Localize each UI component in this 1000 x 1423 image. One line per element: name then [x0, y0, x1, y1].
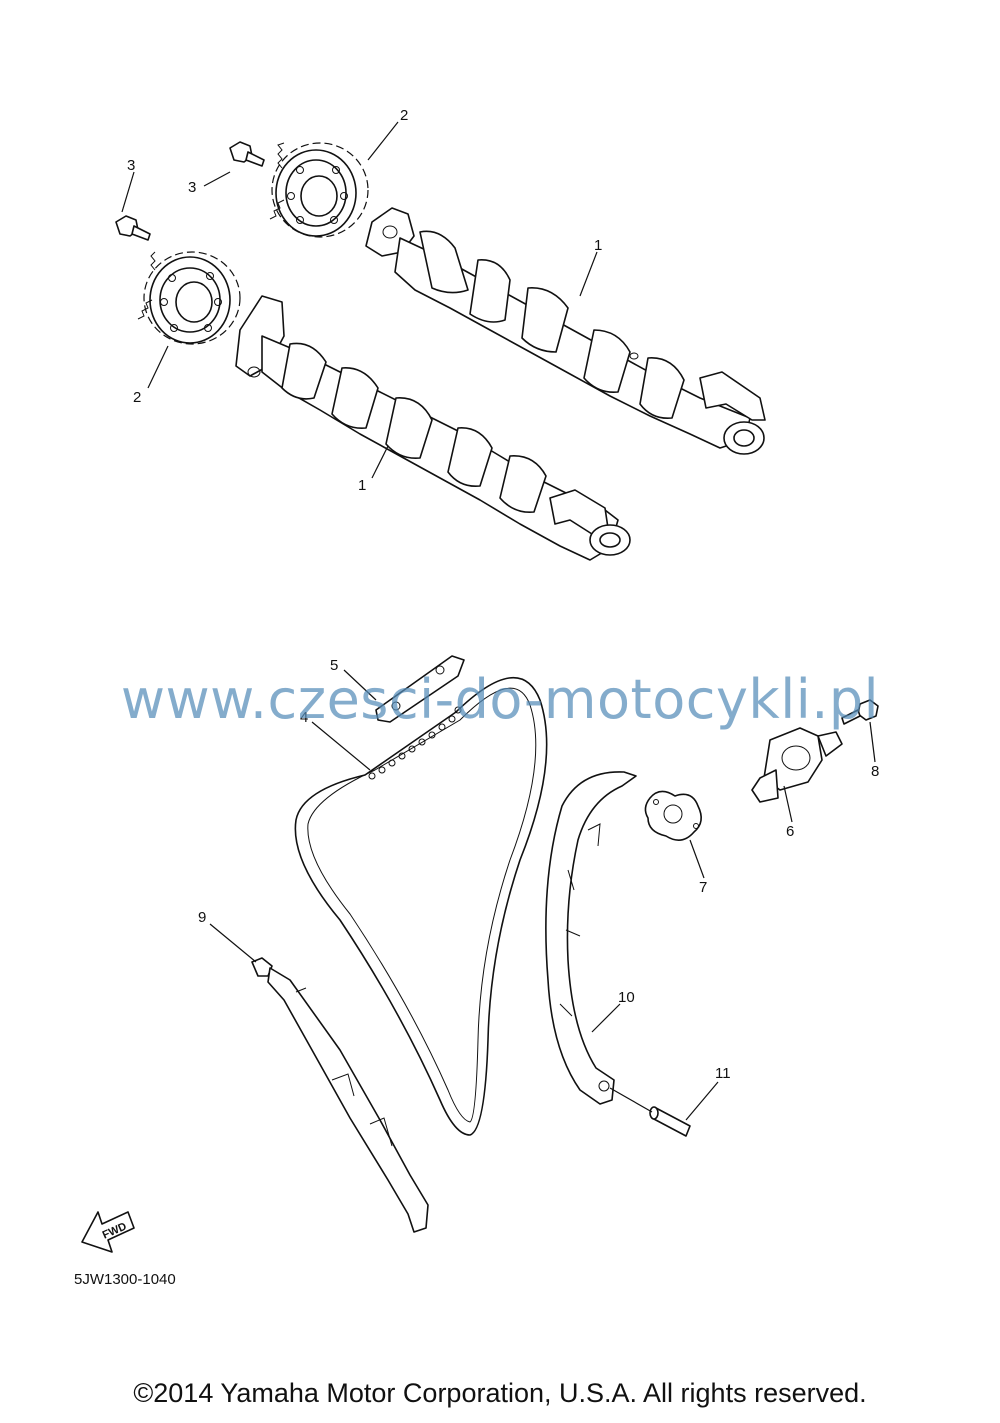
callout-3-upper-label: 3 [127, 157, 135, 174]
callout-2-upper: 2 [400, 107, 408, 124]
cam-sprocket-upper [269, 142, 369, 238]
bolt-upper [229, 141, 265, 167]
chain-guide-right [545, 771, 637, 1105]
callout-labels: 2 3 3 2 1 1 5 4 8 6 7 9 10 11 [127, 107, 879, 1082]
callout-6: 6 [786, 823, 794, 840]
cam-chain [294, 676, 548, 1136]
chain-links [368, 706, 462, 780]
copyright-notice: ©2014 Yamaha Motor Corporation, U.S.A. A… [133, 1378, 867, 1408]
chain-guide-left [251, 957, 429, 1233]
callout-1-upper: 1 [594, 237, 602, 254]
tensioner-gasket [644, 790, 702, 841]
callout-9: 9 [198, 909, 206, 926]
fwd-arrow-icon: FWD [81, 1211, 135, 1253]
tensioner-bolt [841, 699, 879, 725]
camshaft-upper [365, 207, 766, 455]
callout-2-lower: 2 [133, 389, 141, 406]
callout-10: 10 [618, 989, 635, 1006]
chain-guide-top [375, 655, 465, 723]
callout-1-lower: 1 [358, 477, 366, 494]
callout-7: 7 [699, 879, 707, 896]
diagram-code: 5JW1300-1040 [74, 1271, 176, 1288]
chain-tensioner [751, 727, 843, 803]
guide-pin [649, 1106, 691, 1137]
bolt-lower [115, 215, 151, 241]
cam-sprocket-lower [137, 251, 241, 345]
callout-5: 5 [330, 657, 338, 674]
callout-11: 11 [715, 1065, 731, 1082]
callout-3-upper: 3 [188, 179, 196, 196]
camshaft-lower [235, 295, 631, 561]
leader-lines [121, 121, 876, 1121]
callout-4: 4 [300, 709, 308, 726]
callout-8: 8 [871, 763, 879, 780]
